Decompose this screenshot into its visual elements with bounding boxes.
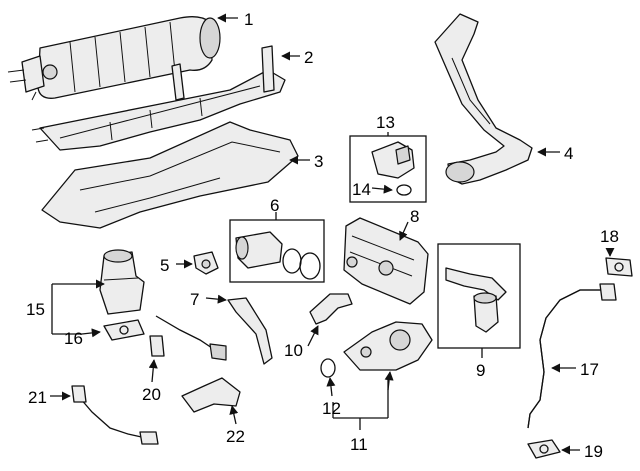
callout-21: 21 (28, 388, 47, 407)
canister-bracket-icon (31, 45, 286, 151)
callout-12: 12 (322, 399, 341, 418)
callout-3: 3 (314, 152, 323, 171)
callout-1: 1 (244, 10, 253, 29)
charcoal-canister-icon (7, 16, 221, 101)
callout-11: 11 (350, 435, 368, 454)
gasket-icon (605, 257, 633, 277)
sensor-bracket-icon (181, 377, 241, 413)
filler-pipe-icon (434, 13, 533, 185)
vacuum-switching-valve-icon (371, 141, 415, 179)
hose-icon (309, 293, 353, 325)
callout-4: 4 (564, 144, 573, 163)
callout-5: 5 (160, 256, 169, 275)
callout-14: 14 (352, 180, 371, 199)
callout-15: 15 (26, 300, 45, 319)
bracket-icon (227, 297, 273, 365)
gasket-icon (320, 358, 336, 378)
egr-pipe-icon (527, 283, 617, 429)
callout-9: 9 (476, 361, 485, 380)
hose-kit-icon (445, 267, 507, 333)
callout-7: 7 (190, 290, 199, 309)
o-ring-icon (396, 184, 412, 196)
part-6-box (229, 219, 325, 283)
gasket-icon (527, 439, 561, 459)
gasket-icon (103, 319, 145, 341)
callout-17: 17 (580, 360, 599, 379)
leader-lines (50, 13, 615, 455)
egr-valve-assembly-icon (343, 321, 433, 371)
egr-cooler-icon (343, 217, 429, 305)
callout-labels: 1 2 3 4 5 6 7 8 9 10 11 12 13 14 15 16 1… (26, 10, 619, 461)
callout-20: 20 (142, 385, 161, 404)
callout-13: 13 (376, 113, 395, 132)
valve-kit-icon (235, 231, 321, 280)
callout-22: 22 (226, 427, 245, 446)
callout-19: 19 (584, 442, 603, 461)
callout-16: 16 (64, 329, 83, 348)
callout-10: 10 (284, 341, 303, 360)
part-9-box (437, 243, 521, 349)
callout-6: 6 (270, 196, 279, 215)
oxygen-sensor-icon (149, 315, 227, 361)
sensor-icon (193, 251, 219, 275)
egr-valve-icon (99, 249, 145, 315)
oxygen-sensor-icon (71, 385, 159, 445)
callout-8: 8 (410, 207, 419, 226)
callout-18: 18 (600, 227, 619, 246)
callout-2: 2 (304, 48, 313, 67)
